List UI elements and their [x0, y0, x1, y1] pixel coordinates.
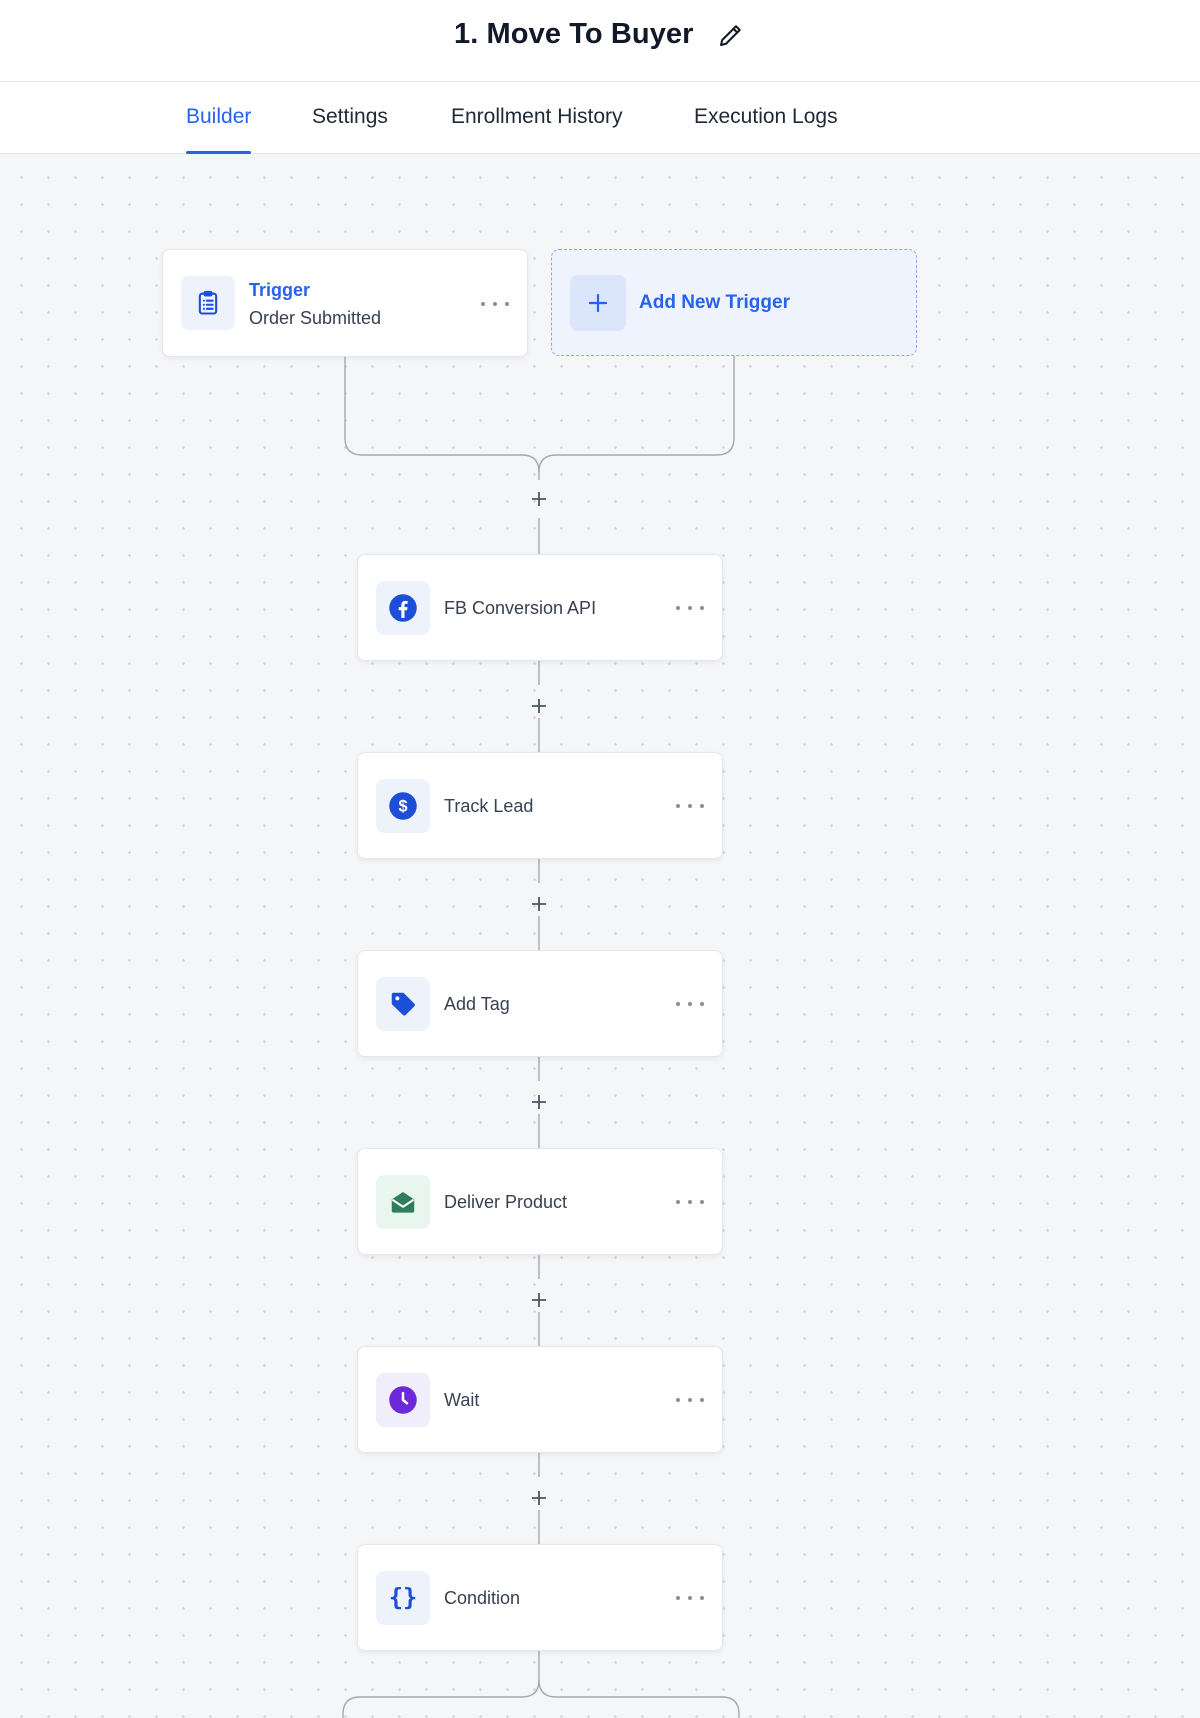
action-card-add-tag[interactable]: Add Tag: [357, 950, 723, 1057]
add-trigger-icon-box: [570, 275, 626, 331]
more-options-icon[interactable]: [676, 1588, 704, 1608]
pencil-icon: [720, 24, 741, 46]
workflow-title: 1. Move To Buyer: [453, 18, 694, 50]
action-icon-box: {}: [376, 1571, 430, 1625]
action-label: Add Tag: [444, 994, 510, 1014]
more-options-icon[interactable]: [676, 1390, 704, 1410]
action-label: Deliver Product: [444, 1192, 568, 1212]
plus-icon: [588, 293, 608, 313]
action-icon-box: [376, 977, 430, 1031]
plus-icon: [532, 1095, 546, 1109]
tab-execution-logs[interactable]: Execution Logs: [694, 105, 838, 128]
action-card-fb-conversion-api[interactable]: FB Conversion API: [357, 554, 723, 661]
more-options-icon[interactable]: [676, 796, 704, 816]
more-options-icon[interactable]: [676, 994, 704, 1014]
action-card-track-lead[interactable]: $ Track Lead: [357, 752, 723, 859]
tab-builder[interactable]: Builder: [186, 82, 252, 154]
plus-icon: [532, 492, 546, 506]
clock-icon: [389, 1386, 417, 1414]
trigger-card[interactable]: Trigger Order Submitted: [162, 249, 528, 357]
facebook-icon: [389, 594, 417, 622]
action-card-wait[interactable]: Wait: [357, 1346, 723, 1453]
action-label: Wait: [444, 1390, 480, 1410]
action-label: Track Lead: [444, 796, 534, 816]
braces-icon: {}: [389, 1584, 418, 1612]
trigger-title: Trigger: [249, 280, 311, 300]
dollar-icon: $: [389, 792, 417, 820]
more-options-icon[interactable]: [676, 1192, 704, 1212]
tab-enrollment-history[interactable]: Enrollment History: [451, 105, 623, 128]
clipboard-icon: [198, 290, 218, 315]
add-step-button[interactable]: [526, 1089, 552, 1115]
add-step-button[interactable]: [526, 1485, 552, 1511]
add-step-button[interactable]: [526, 891, 552, 917]
tab-settings[interactable]: Settings: [312, 105, 388, 128]
edit-title-button[interactable]: [716, 20, 746, 50]
title-wrap: 1. Move To Buyer: [0, 18, 1200, 51]
plus-icon: [532, 1491, 546, 1505]
svg-text:{}: {}: [389, 1584, 418, 1612]
plus-icon: [532, 699, 546, 713]
svg-text:$: $: [398, 798, 407, 816]
plus-icon: [532, 897, 546, 911]
workflow-canvas[interactable]: [0, 154, 1200, 1718]
more-options-icon[interactable]: [676, 598, 704, 618]
more-options-icon[interactable]: [481, 294, 509, 314]
add-trigger-label: Add New Trigger: [639, 292, 790, 313]
add-new-trigger-button[interactable]: Add New Trigger: [551, 249, 917, 356]
plus-icon: [532, 1293, 546, 1307]
action-label: Condition: [444, 1588, 521, 1608]
add-step-button[interactable]: [526, 1287, 552, 1313]
action-icon-box: $: [376, 779, 430, 833]
action-label: FB Conversion API: [444, 598, 597, 618]
action-icon-box: [376, 1175, 430, 1229]
action-card-condition[interactable]: {} Condition: [357, 1544, 723, 1651]
top-bar: 1. Move To Buyer: [0, 0, 1200, 82]
action-card-deliver-product[interactable]: Deliver Product: [357, 1148, 723, 1255]
trigger-subtitle: Order Submitted: [249, 308, 382, 328]
tag-icon: [391, 992, 415, 1016]
action-icon-box: [376, 581, 430, 635]
add-step-button[interactable]: [526, 486, 552, 512]
mail-open-icon: [391, 1192, 415, 1213]
trigger-icon-box: [181, 276, 235, 330]
add-step-button[interactable]: [526, 693, 552, 719]
action-icon-box: [376, 1373, 430, 1427]
tab-bar: Builder Settings Enrollment History Exec…: [0, 82, 1200, 154]
